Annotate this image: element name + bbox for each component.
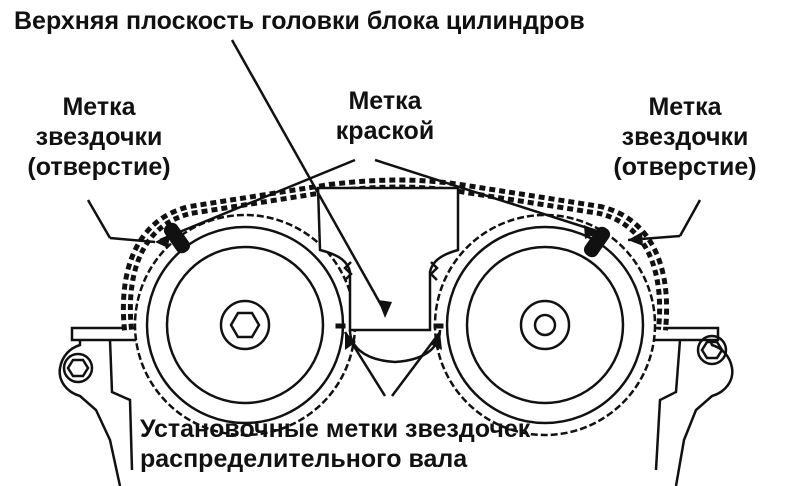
left-mark-line-2: звездочки	[35, 123, 163, 151]
paint-mark-line-1: Метка	[348, 87, 422, 115]
timing-marks-line-1: Установочные метки звездочек	[140, 415, 531, 443]
left-mark-line-3: (отверстие)	[27, 153, 171, 181]
right-mark-line-2: звездочки	[621, 123, 749, 151]
left-sprocket	[133, 213, 357, 437]
timing-marks-label: Установочные метки звездочек распределит…	[140, 414, 530, 474]
right-mark-line-1: Метка	[648, 93, 722, 121]
left-sprocket-mark-label: Метка звездочки (отверстие)	[6, 92, 192, 182]
left-mark-line-1: Метка	[62, 93, 136, 121]
sprocket-hole-marks	[163, 222, 611, 329]
right-sprocket-mark-label: Метка звездочки (отверстие)	[592, 92, 778, 182]
top-plane-label: Верхняя плоскость головки блока цилиндро…	[14, 7, 585, 35]
paint-mark-line-2: краской	[335, 117, 435, 145]
timing-chain	[120, 177, 670, 331]
chain-guide-block	[316, 186, 460, 364]
right-mark-line-3: (отверстие)	[613, 153, 757, 181]
paint-mark-label: Метка краской	[320, 86, 450, 146]
arrow-heads	[155, 225, 643, 350]
right-sprocket	[433, 213, 657, 437]
leader-lines	[86, 39, 702, 397]
timing-marks-line-2: распределительного вала	[140, 445, 468, 473]
